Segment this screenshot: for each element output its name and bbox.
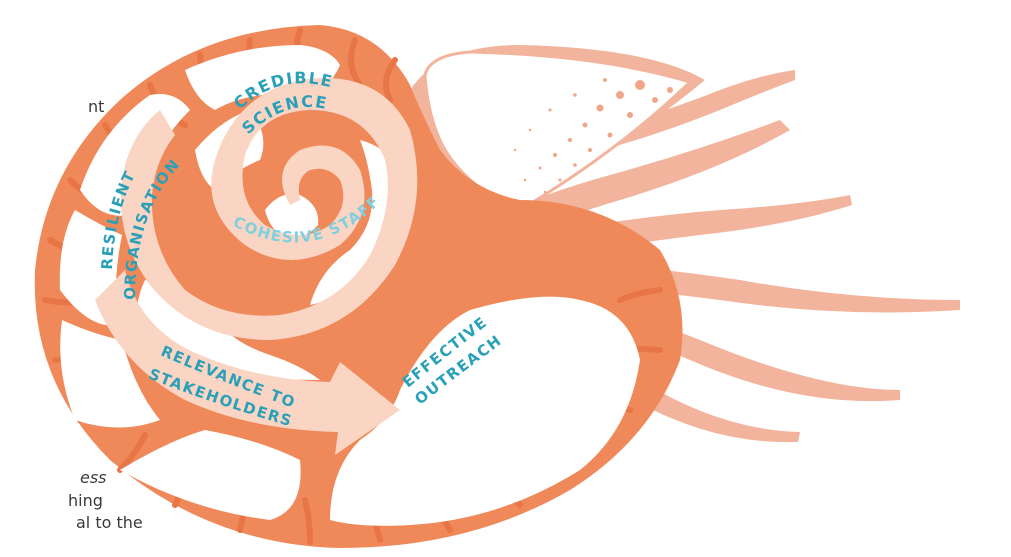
text-fragment-top: nt: [88, 97, 105, 116]
text-fragment-1: ess: [80, 468, 107, 487]
text-fragment-3: al to the: [76, 513, 143, 532]
spiral-band: [120, 78, 418, 341]
hood-dots: [513, 78, 673, 194]
text-fragment-2: hing: [68, 491, 103, 510]
spiral-arrow: [95, 270, 400, 455]
hood-panel: [423, 50, 693, 212]
